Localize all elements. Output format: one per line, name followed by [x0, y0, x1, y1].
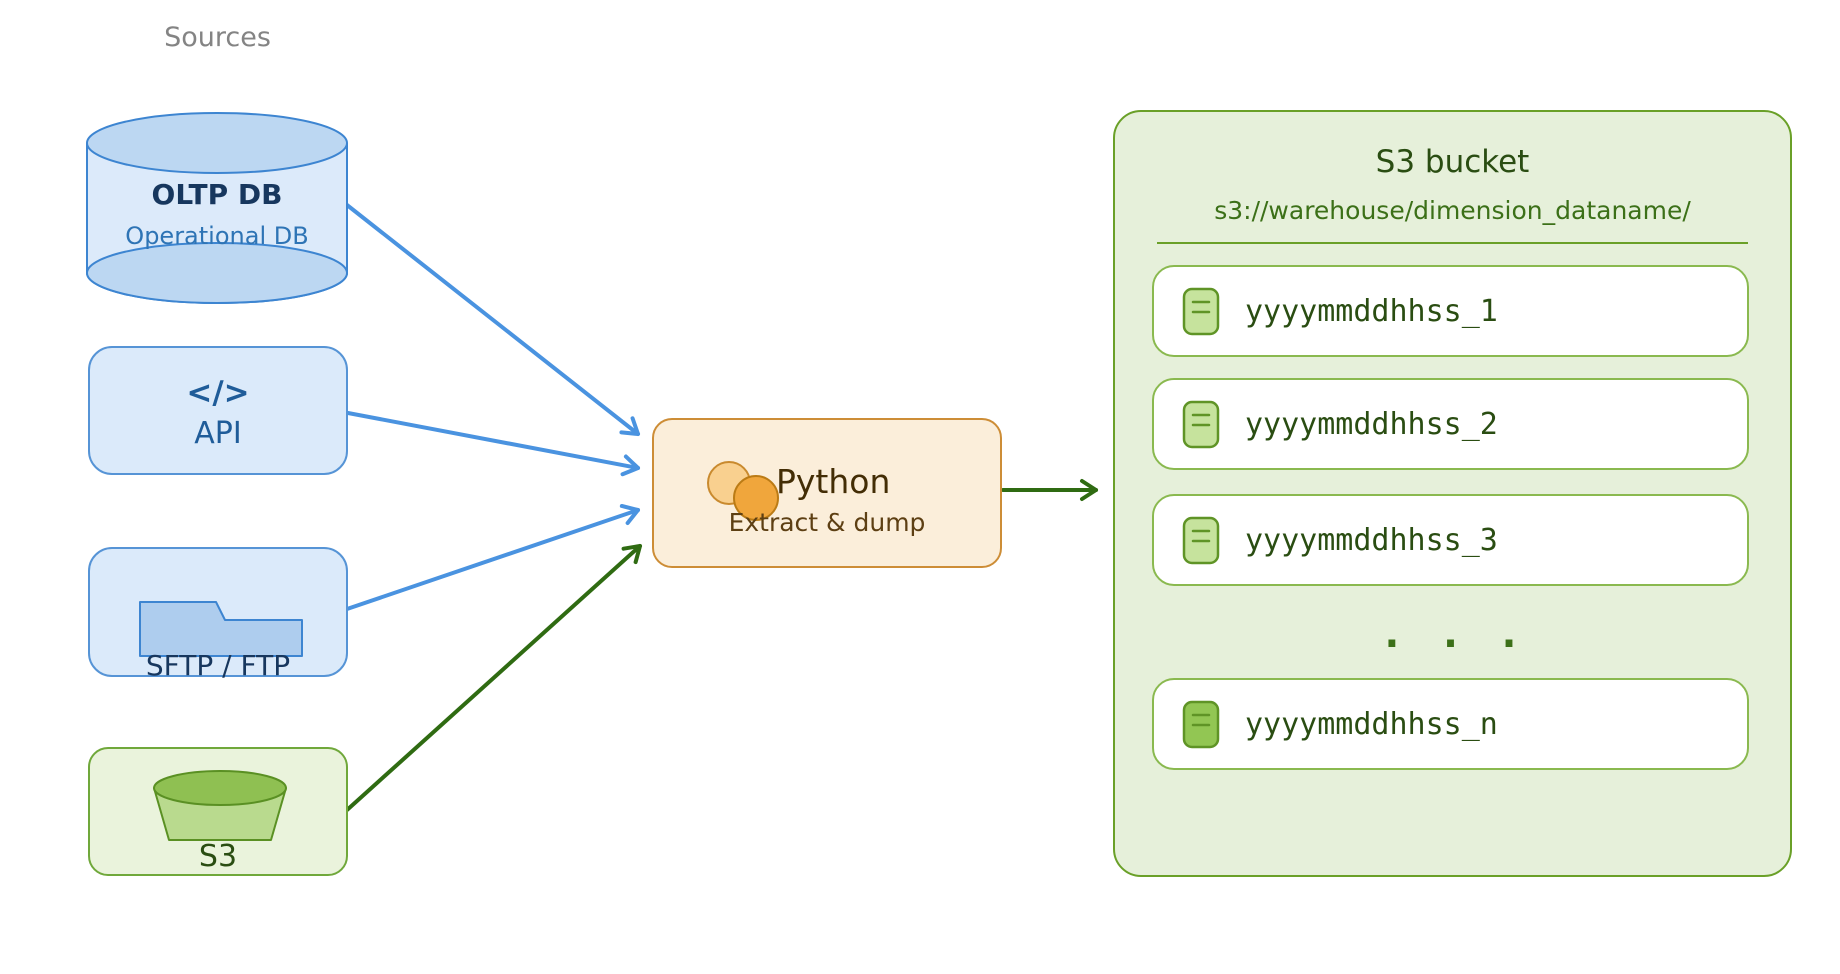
file-icon — [1182, 287, 1220, 335]
source-api-node: </> API — [88, 346, 348, 475]
source-sftp-node: SFTP / FTP — [88, 547, 348, 682]
s3-bucket-panel: S3 bucket s3://warehouse/dimension_datan… — [1113, 110, 1792, 877]
arrow-oltp-to-python — [345, 203, 640, 436]
source-oltp-title: OLTP DB — [151, 178, 283, 211]
sources-heading: Sources — [164, 22, 271, 53]
file-label: yyyymmddhhss_3 — [1245, 522, 1498, 558]
source-api-title: API — [194, 416, 242, 452]
python-logo-icon — [733, 475, 779, 521]
file-row: yyyymmddhhss_2 — [1152, 378, 1749, 470]
file-label: yyyymmddhhss_n — [1245, 706, 1498, 742]
arrow-sftp-to-python — [345, 503, 640, 611]
processor-title: Python — [776, 462, 891, 501]
source-oltp-subtitle: Operational DB — [125, 222, 309, 250]
processor-python-node: Python Extract & dump — [652, 418, 1002, 568]
file-row: yyyymmddhhss_1 — [1152, 265, 1749, 357]
bucket-icon — [153, 770, 287, 841]
file-label: yyyymmddhhss_2 — [1245, 406, 1498, 442]
file-row: yyyymmddhhss_3 — [1152, 494, 1749, 586]
source-s3-node: S3 — [88, 747, 348, 876]
bucket-title: S3 bucket — [1375, 144, 1530, 180]
arrow-s3-to-python — [345, 544, 642, 812]
code-icon: </> — [186, 375, 250, 412]
file-row: yyyymmddhhss_n — [1152, 678, 1749, 770]
source-s3-title: S3 — [198, 839, 238, 874]
file-icon — [1182, 700, 1220, 748]
folder-icon — [139, 601, 303, 657]
source-sftp-title: SFTP / FTP — [145, 649, 291, 682]
file-icon — [1182, 400, 1220, 448]
bucket-uri: s3://warehouse/dimension_dataname/ — [1214, 196, 1691, 225]
processor-subtitle: Extract & dump — [728, 508, 926, 537]
more-files-ellipsis: . . . — [1379, 607, 1526, 657]
file-label: yyyymmddhhss_1 — [1245, 293, 1498, 329]
database-cylinder-icon — [86, 112, 348, 304]
divider — [1157, 242, 1748, 244]
file-icon — [1182, 516, 1220, 564]
arrow-api-to-python — [346, 411, 640, 477]
